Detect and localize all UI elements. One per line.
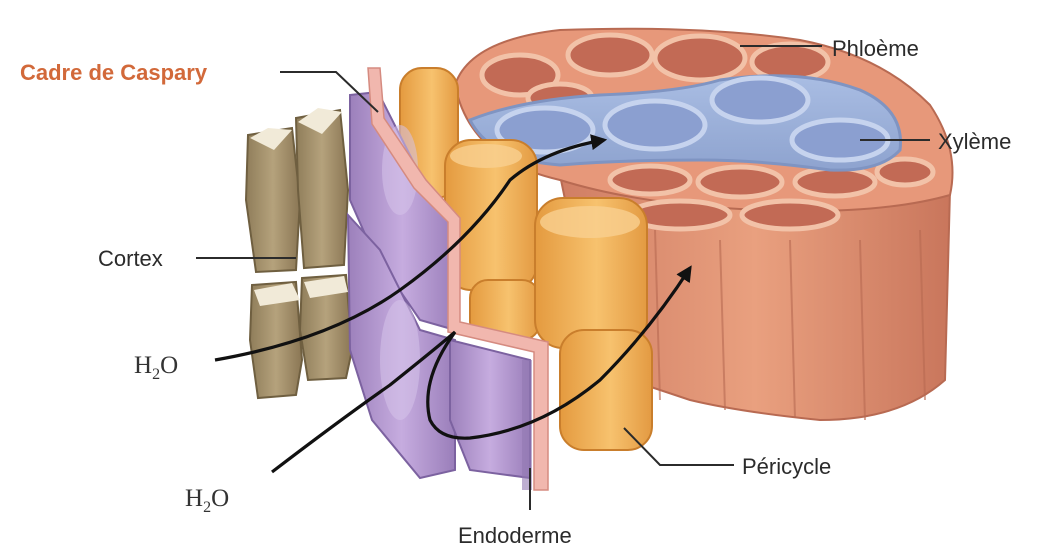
label-pericycle: Péricycle [742, 454, 831, 479]
label-water-1: H2O [134, 352, 178, 383]
label-caspary: Cadre de Caspary [20, 60, 208, 85]
label-phloeme: Phloème [832, 36, 919, 61]
cortex-cells [246, 108, 352, 398]
label-water-2: H2O [185, 485, 229, 516]
label-endoderme: Endoderme [458, 523, 572, 548]
label-xyleme: Xylème [938, 129, 1011, 154]
label-cortex: Cortex [98, 246, 163, 271]
